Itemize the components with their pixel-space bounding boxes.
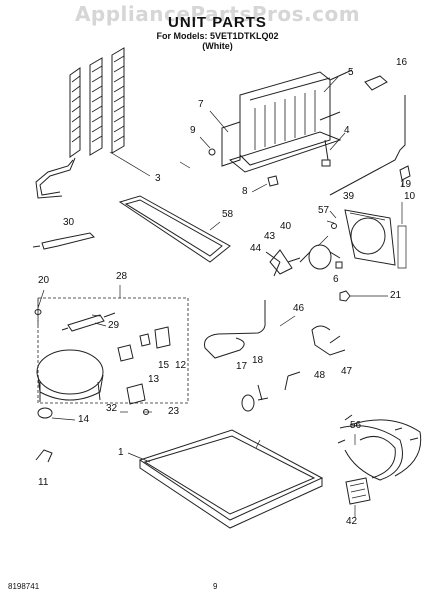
callout-14: 14 [78, 414, 90, 425]
callout-32: 32 [106, 403, 118, 414]
callout-5: 5 [348, 67, 354, 78]
part-evaporator-module [209, 69, 353, 173]
part-heater-wire [329, 75, 411, 196]
part-tubing [204, 300, 296, 359]
part-compressor [36, 349, 104, 421]
callout-40: 40 [280, 221, 292, 232]
callout-56: 56 [350, 420, 362, 431]
part-compressor-group [37, 285, 189, 404]
callout-8: 8 [242, 186, 248, 197]
model-number: For Models: 5VET1DTKLQ02 [156, 31, 279, 41]
callout-30: 30 [63, 217, 75, 228]
document-number: 8198741 [8, 582, 40, 591]
callout-42: 42 [346, 516, 358, 527]
part-wiring-harness [337, 414, 422, 518]
part-pulley [241, 371, 301, 412]
part-capacitor [126, 383, 149, 415]
callout-47: 47 [341, 366, 353, 377]
callout-23: 23 [168, 406, 180, 417]
callout-18: 18 [252, 355, 264, 366]
callout-17: 17 [236, 361, 248, 372]
part-grommet [34, 289, 45, 315]
part-base-pan [127, 429, 324, 529]
callout-48: 48 [314, 370, 326, 381]
callout-46: 46 [293, 303, 305, 314]
page-number: 9 [213, 582, 218, 591]
part-relay [117, 326, 171, 362]
model-color: (White) [202, 41, 233, 51]
leader-lines [91, 161, 407, 449]
part-hose [311, 325, 346, 356]
callout-16: 16 [396, 57, 408, 68]
part-lever [35, 449, 53, 463]
callout-12: 12 [175, 360, 187, 371]
callout-6: 6 [333, 274, 339, 285]
callout-7: 7 [198, 99, 204, 110]
watermark-logo: AppliancePartsPros.com [74, 2, 361, 26]
callout-1: 1 [118, 447, 124, 458]
part-fan-assembly [265, 209, 396, 277]
callout-4: 4 [344, 125, 350, 136]
part-nut [335, 261, 388, 302]
callout-15: 15 [158, 360, 170, 371]
callout-29: 29 [108, 320, 120, 331]
callout-20: 20 [38, 275, 50, 286]
callout-58: 58 [222, 209, 234, 220]
part-filter-drier [61, 312, 116, 332]
callout-11: 11 [38, 477, 49, 488]
callout-57: 57 [318, 205, 330, 216]
part-cable [32, 232, 95, 250]
callout-19: 19 [400, 179, 412, 190]
part-clip [251, 175, 279, 193]
callout-39: 39 [343, 191, 355, 202]
callout-10: 10 [404, 191, 416, 202]
part-screw [199, 136, 216, 156]
part-condenser-coil [35, 47, 151, 199]
callout-28: 28 [116, 271, 128, 282]
callout-43: 43 [264, 231, 276, 242]
part-sensor [321, 132, 346, 167]
callout-3: 3 [155, 173, 161, 184]
callout-13: 13 [148, 374, 160, 385]
part-drain-tray [118, 195, 231, 263]
callout-44: 44 [250, 243, 262, 254]
callout-9: 9 [190, 125, 196, 136]
diagram-title: UNIT PARTS [168, 14, 267, 31]
callout-21: 21 [390, 290, 402, 301]
